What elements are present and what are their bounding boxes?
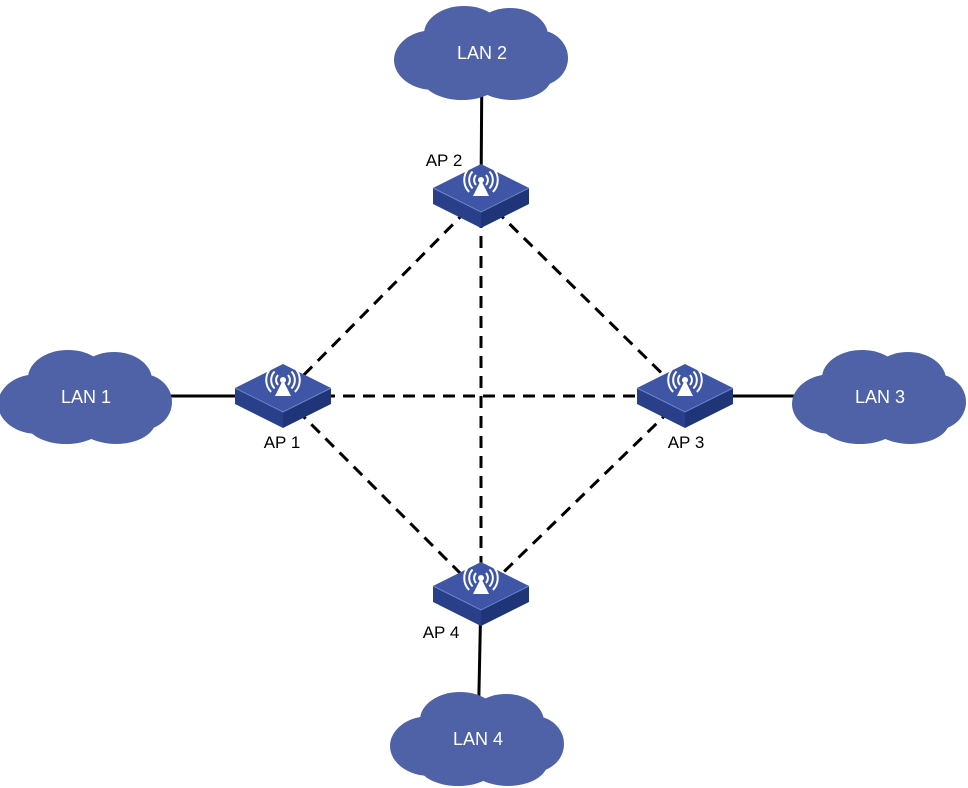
wireless-link-ap3-ap4 <box>479 394 687 596</box>
lan-label: LAN 3 <box>855 387 905 407</box>
ap-label: AP 3 <box>668 433 705 452</box>
access-point-ap1 <box>234 364 332 428</box>
lan-cloud-lan4: LAN 4 <box>390 692 564 786</box>
lan-label: LAN 1 <box>61 387 111 407</box>
ap-label: AP 1 <box>264 433 301 452</box>
wireless-link-ap2-ap1 <box>281 194 483 398</box>
lan-cloud-lan2: LAN 2 <box>394 6 568 100</box>
wireless-ap-icon <box>234 364 332 428</box>
wireless-ap-icon <box>432 562 530 626</box>
access-point-ap4 <box>432 562 530 626</box>
lan-label: LAN 2 <box>457 43 507 63</box>
wireless-link-ap2-ap3 <box>479 194 687 398</box>
lan-clouds: LAN 2 LAN 1 LAN 3 LAN 4 <box>0 6 966 786</box>
lan-label: LAN 4 <box>453 729 503 749</box>
lan-cloud-lan3: LAN 3 <box>792 350 966 444</box>
ap-label: AP 4 <box>423 623 460 642</box>
wifi-signal-icon <box>463 167 499 196</box>
wireless-ap-icon <box>432 164 530 228</box>
access-point-ap3 <box>636 364 734 428</box>
wifi-signal-icon <box>463 565 499 594</box>
wireless-link-ap1-ap4 <box>281 394 483 596</box>
lan-cloud-lan1: LAN 1 <box>0 350 172 444</box>
access-point-ap2 <box>432 164 530 228</box>
links-layer <box>86 51 880 739</box>
ap-label: AP 2 <box>426 151 463 170</box>
wifi-signal-icon <box>667 367 703 396</box>
access-points: AP 2 AP 1 AP 3 AP 4 <box>234 151 734 642</box>
wireless-ap-icon <box>636 364 734 428</box>
wifi-signal-icon <box>265 367 301 396</box>
